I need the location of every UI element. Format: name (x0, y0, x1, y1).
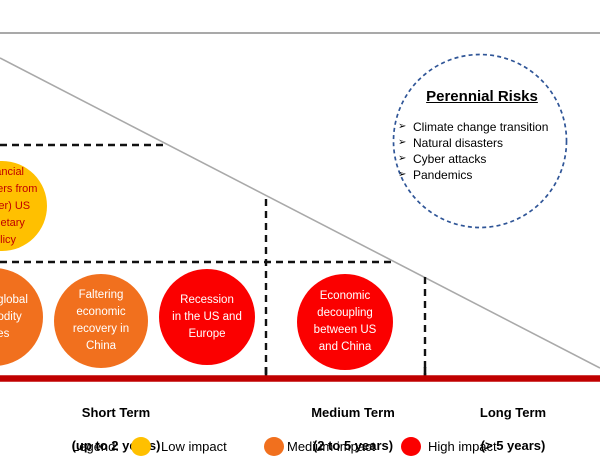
list-item: ➢ Pandemics (398, 167, 566, 183)
perennial-risks-dashed-circle (392, 53, 568, 229)
high-impact-label: High impact (428, 439, 497, 454)
timeline-label-medium-term: Medium Term (2 to 5 years) (273, 388, 433, 454)
risk-bubble-text: Recession in the US and Europe (172, 293, 242, 340)
perennial-risks-panel: Perennial Risks ➢ Climate change transit… (398, 88, 566, 183)
list-item: ➢ Climate change transition (398, 119, 566, 135)
medium-impact-label: Medium impact (287, 439, 376, 454)
zone-label-text: Long Term (479, 404, 547, 420)
list-item: ➢ Natural disasters (398, 135, 566, 151)
legend-title: Legend: (72, 439, 119, 454)
list-item-label: Cyber attacks (413, 152, 487, 166)
perennial-risks-title: Perennial Risks (426, 88, 538, 105)
high-impact-swatch-icon (401, 437, 421, 456)
arrow-bullet-icon: ➢ (398, 153, 407, 164)
risk-bubble-us-china-decoupling: Economic decoupling between US and China (297, 274, 393, 370)
timeline-label-long-term: Long Term (> 5 years) (433, 388, 593, 454)
risk-bubble-text: Financial spillovers from (tighter) US m… (0, 165, 38, 246)
low-impact-label: Low impact (161, 439, 227, 454)
risk-bubble-china-recovery: Faltering economic recovery in China (54, 274, 148, 368)
zone-sublabel-text: (> 5 years) (480, 437, 546, 453)
risk-bubble-text: Economic decoupling between US and China (313, 290, 377, 353)
risk-bubble-text: Faltering economic recovery in China (72, 289, 130, 352)
risk-bubble-text: Falling global commodity prices (0, 293, 28, 340)
zone-label-text: Medium Term (311, 404, 395, 420)
list-item-label: Pandemics (413, 168, 473, 182)
zone-sublabel-text: (2 to 5 years) (312, 437, 394, 453)
arrow-bullet-icon: ➢ (398, 169, 407, 180)
arrow-bullet-icon: ➢ (398, 121, 407, 132)
probability-diagonal-line (0, 57, 600, 369)
zone-label-text: Short Term (81, 404, 151, 420)
arrow-bullet-icon: ➢ (398, 137, 407, 148)
list-item-label: Climate change transition (413, 120, 549, 134)
list-item-label: Natural disasters (413, 136, 504, 150)
list-item: ➢ Cyber attacks (398, 151, 566, 167)
perennial-risks-list: ➢ Climate change transition ➢ Natural di… (398, 119, 566, 183)
risk-bubble-us-europe-recession: Recession in the US and Europe (159, 269, 255, 365)
low-impact-swatch-icon (131, 437, 151, 456)
medium-impact-swatch-icon (264, 437, 284, 456)
legend: Legend: Low impact Medium impact High im… (0, 436, 600, 458)
